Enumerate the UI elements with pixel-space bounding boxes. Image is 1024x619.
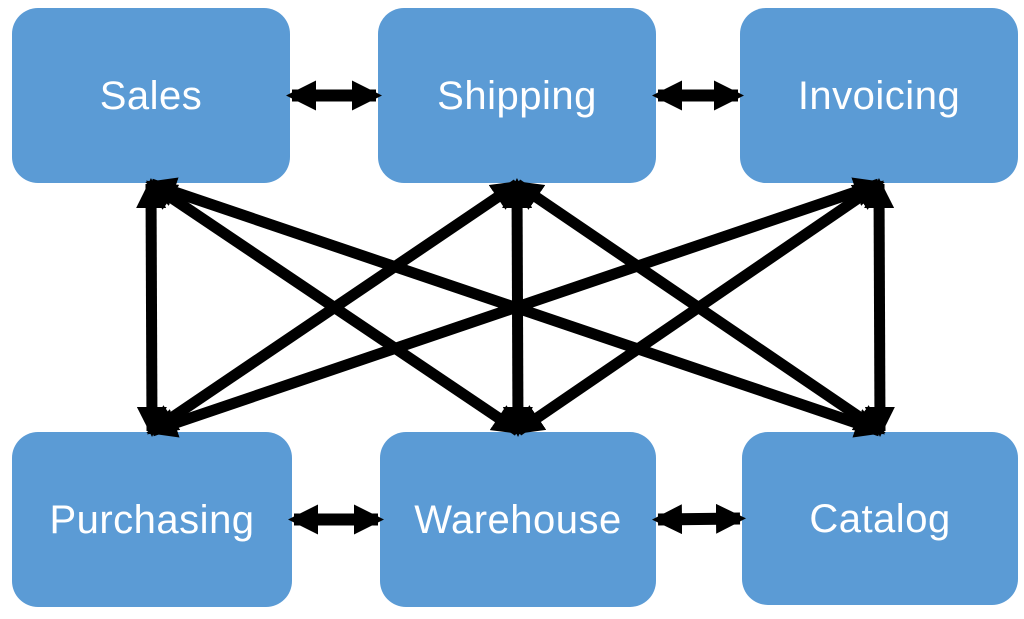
node-shipping: Shipping [378, 8, 656, 183]
node-label-purchasing: Purchasing [49, 497, 255, 542]
node-label-invoicing: Invoicing [797, 73, 961, 118]
node-catalog: Catalog [742, 432, 1018, 605]
node-warehouse: Warehouse [380, 432, 656, 607]
node-label-warehouse: Warehouse [414, 497, 622, 542]
node-purchasing: Purchasing [12, 432, 292, 607]
node-label-sales: Sales [99, 73, 203, 118]
node-sales: Sales [12, 8, 290, 183]
node-invoicing: Invoicing [740, 8, 1018, 183]
node-label-shipping: Shipping [437, 73, 597, 118]
node-label-catalog: Catalog [809, 496, 951, 541]
